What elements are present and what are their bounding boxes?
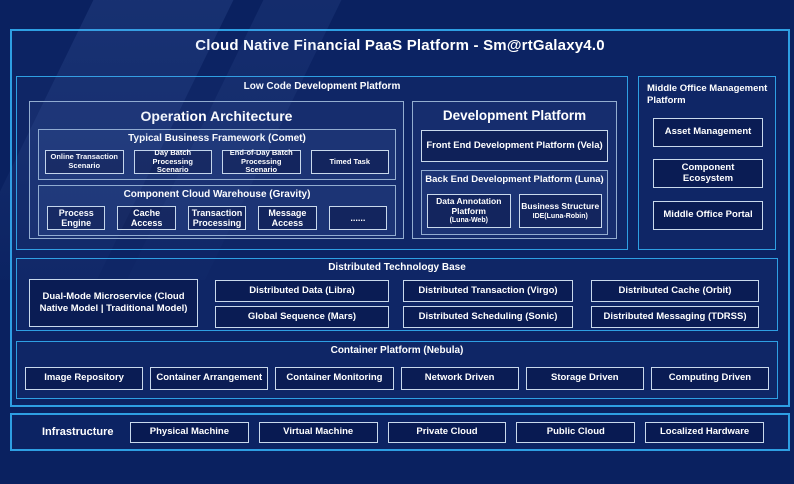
data-annotation-platform-box: Data Annotation Platform (Luna-Web)	[427, 194, 511, 228]
dual-mode-microservice-box: Dual-Mode Microservice (Cloud Native Mod…	[29, 279, 198, 327]
development-platform-title: Development Platform	[442, 108, 587, 123]
online-transaction-scenario-box: Online Transaction Scenario	[45, 150, 124, 174]
more-components-box: ......	[328, 206, 388, 230]
private-cloud-box: Private Cloud	[387, 421, 507, 443]
distributed-cache-orbit-box: Distributed Cache (Orbit)	[591, 280, 759, 302]
luna-robin-label: IDE(Luna-Robin)	[532, 212, 588, 220]
physical-machine-box: Physical Machine	[130, 421, 249, 443]
typical-business-framework-title: Typical Business Framework (Comet)	[128, 133, 306, 144]
storage-driven-box: Storage Driven	[525, 367, 644, 390]
computing-driven-box: Computing Driven	[650, 367, 770, 390]
container-items-row: Image Repository Container Arrangement C…	[25, 367, 770, 390]
public-cloud-box: Public Cloud	[516, 421, 636, 443]
component-ecosystem-box: Component Ecosystem	[653, 159, 763, 188]
middle-office-management-platform-title: Middle Office Management Platform	[647, 83, 768, 107]
infrastructure-items-row: Physical Machine Virtual Machine Private…	[130, 421, 764, 443]
infrastructure-box: Infrastructure Physical Machine Virtual …	[10, 413, 790, 451]
distributed-messaging-tdrss-box: Distributed Messaging (TDRSS)	[591, 306, 759, 328]
gravity-items-row: Process Engine Cache Access Transaction …	[47, 206, 388, 230]
component-cloud-warehouse-box: Component Cloud Warehouse (Gravity) Proc…	[38, 185, 396, 236]
container-monitoring-box: Container Monitoring	[275, 367, 394, 390]
infrastructure-title: Infrastructure	[42, 426, 114, 438]
distributed-data-libra-box: Distributed Data (Libra)	[215, 280, 389, 302]
business-structure-label: Business Structure	[521, 200, 600, 211]
low-code-development-platform-label: Low Code Development Platform	[243, 81, 401, 92]
low-code-development-platform-box: Low Code Development Platform Operation …	[16, 76, 628, 250]
operation-architecture-box: Operation Architecture Typical Business …	[29, 101, 404, 239]
timed-task-box: Timed Task	[310, 150, 389, 174]
distributed-technology-base-box: Distributed Technology Base Dual-Mode Mi…	[16, 258, 778, 331]
operation-architecture-title: Operation Architecture	[140, 108, 293, 124]
platform-frame	[10, 29, 790, 407]
virtual-machine-box: Virtual Machine	[258, 421, 378, 443]
typical-business-framework-box: Typical Business Framework (Comet) Onlin…	[38, 129, 396, 180]
asset-management-box: Asset Management	[653, 118, 763, 147]
day-batch-processing-scenario-box: Day Batch Processing Scenario	[133, 148, 212, 174]
network-driven-box: Network Driven	[400, 367, 519, 390]
data-annotation-platform-label: Data Annotation Platform	[436, 195, 502, 216]
middle-office-management-platform-box: Middle Office Management Platform Asset …	[638, 76, 776, 250]
back-end-items-row: Data Annotation Platform (Luna-Web) Busi…	[427, 194, 602, 228]
process-engine-box: Process Engine	[47, 206, 106, 230]
distributed-technology-base-title: Distributed Technology Base	[328, 262, 466, 273]
component-cloud-warehouse-title: Component Cloud Warehouse (Gravity)	[123, 189, 311, 200]
comet-items-row: Online Transaction Scenario Day Batch Pr…	[45, 148, 389, 174]
back-end-development-platform-title: Back End Development Platform (Luna)	[425, 174, 604, 185]
page-title: Cloud Native Financial PaaS Platform - S…	[195, 37, 605, 54]
cache-access-box: Cache Access	[117, 206, 176, 230]
container-arrangement-box: Container Arrangement	[150, 367, 269, 390]
image-repository-box: Image Repository	[25, 367, 144, 390]
container-platform-box: Container Platform (Nebula) Image Reposi…	[16, 341, 778, 399]
development-platform-box: Development Platform Front End Developme…	[412, 101, 617, 239]
container-platform-title: Container Platform (Nebula)	[330, 345, 464, 356]
distributed-scheduling-sonic-box: Distributed Scheduling (Sonic)	[403, 306, 573, 328]
transaction-processing-box: Transaction Processing	[187, 206, 247, 230]
middle-office-portal-box: Middle Office Portal	[653, 201, 763, 230]
front-end-development-platform-box: Front End Development Platform (Vela)	[421, 130, 608, 162]
back-end-development-platform-box: Back End Development Platform (Luna) Dat…	[421, 170, 608, 235]
distributed-transaction-virgo-box: Distributed Transaction (Virgo)	[403, 280, 573, 302]
end-of-day-batch-processing-scenario-box: End-of-Day Batch Processing Scenario	[222, 148, 301, 174]
global-sequence-mars-box: Global Sequence (Mars)	[215, 306, 389, 328]
business-structure-ide-box: Business Structure IDE(Luna-Robin)	[518, 194, 602, 228]
localized-hardware-box: Localized Hardware	[645, 421, 764, 443]
luna-web-label: (Luna-Web)	[449, 217, 488, 225]
message-access-box: Message Access	[258, 206, 317, 230]
